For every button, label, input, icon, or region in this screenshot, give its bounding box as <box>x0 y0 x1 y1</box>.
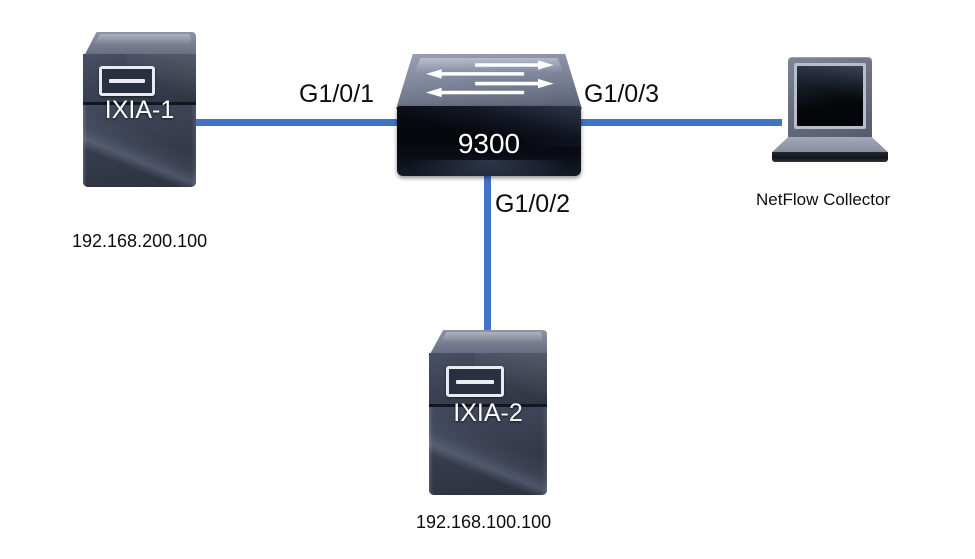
switch-icon-front: 9300 <box>397 106 581 176</box>
node-collector-label: NetFlow Collector <box>756 190 891 209</box>
node-ixia1-ip-caption: 192.168.200.100 <box>72 231 208 251</box>
laptop-icon-base <box>772 137 888 153</box>
server-icon-body: IXIA-2 <box>429 353 547 495</box>
node-ixia1-label: IXIA-1 <box>104 96 175 124</box>
interface-label-g1-0-2: G1/0/2 <box>495 190 571 218</box>
node-ixia2-label: IXIA-2 <box>453 399 523 427</box>
switch-icon-top <box>396 54 582 109</box>
node-switch-9300[interactable]: 9300 <box>396 54 582 176</box>
link-ixia1-to-switch <box>193 119 403 126</box>
laptop-icon-front-edge <box>772 152 888 162</box>
server-icon-top <box>429 330 547 356</box>
node-ixia2[interactable]: IXIA-2 <box>429 330 547 495</box>
laptop-icon-lid <box>788 57 872 139</box>
interface-label-g1-0-3: G1/0/3 <box>584 80 660 108</box>
drive-slot-icon <box>99 66 155 96</box>
link-switch-to-collector <box>568 119 782 126</box>
switch-arrows-icon <box>426 60 554 98</box>
server-icon-body: IXIA-1 <box>83 54 196 187</box>
drive-slot-icon <box>446 366 504 397</box>
link-switch-to-ixia2 <box>484 170 491 332</box>
node-ixia1[interactable]: IXIA-1 <box>83 32 196 187</box>
node-switch-label: 9300 <box>457 128 521 159</box>
node-ixia2-ip-caption: 192.168.100.100 <box>416 512 552 532</box>
interface-label-g1-0-1: G1/0/1 <box>299 80 375 108</box>
server-icon-top <box>83 32 196 58</box>
node-netflow-collector[interactable] <box>772 57 888 171</box>
